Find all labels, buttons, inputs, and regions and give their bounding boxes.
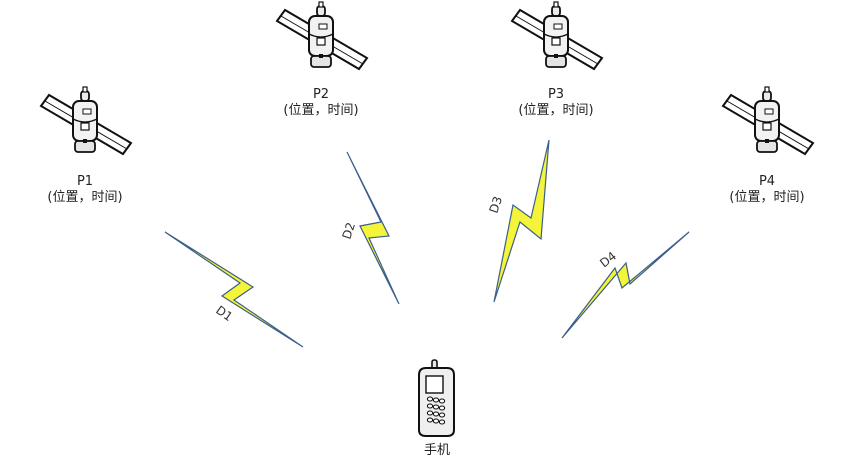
satellite-p4-name: P4 [758, 174, 776, 189]
satellite-p3-name: P3 [547, 87, 565, 102]
satellite-p2-info: (位置，时间) [283, 103, 359, 118]
satellite-p2-icon [276, 1, 368, 70]
satellite-p3-icon [511, 1, 603, 70]
signal-d1-bolt [164, 231, 304, 348]
satellite-p1-name: P1 [76, 174, 94, 189]
satellite-p3-label: P3 (位置，时间) [518, 87, 593, 119]
signal-d4-bolt [561, 231, 690, 339]
signal-d1-label: D1 [213, 303, 235, 324]
satellite-p1-info: (位置，时间) [47, 190, 123, 205]
satellite-p2-name: P2 [312, 87, 330, 102]
signal-d2-label: D2 [340, 221, 359, 241]
signal-d3-bolt [493, 139, 550, 303]
satellite-p1-icon [40, 86, 132, 155]
signal-d4-label: D4 [597, 249, 619, 270]
mobile-phone-icon [418, 359, 455, 437]
satellite-p1-label: P1 (位置，时间) [47, 174, 122, 206]
signal-d3-label: D3 [487, 195, 506, 215]
satellite-p4-icon [722, 86, 814, 155]
satellite-p2-label: P2 (位置，时间) [283, 87, 358, 119]
signal-d2-bolt [346, 151, 400, 305]
satellite-p3-info: (位置，时间) [518, 103, 594, 118]
phone-label: 手机 [423, 443, 451, 458]
satellite-p4-label: P4 (位置，时间) [729, 174, 804, 206]
satellite-p4-info: (位置，时间) [729, 190, 805, 205]
